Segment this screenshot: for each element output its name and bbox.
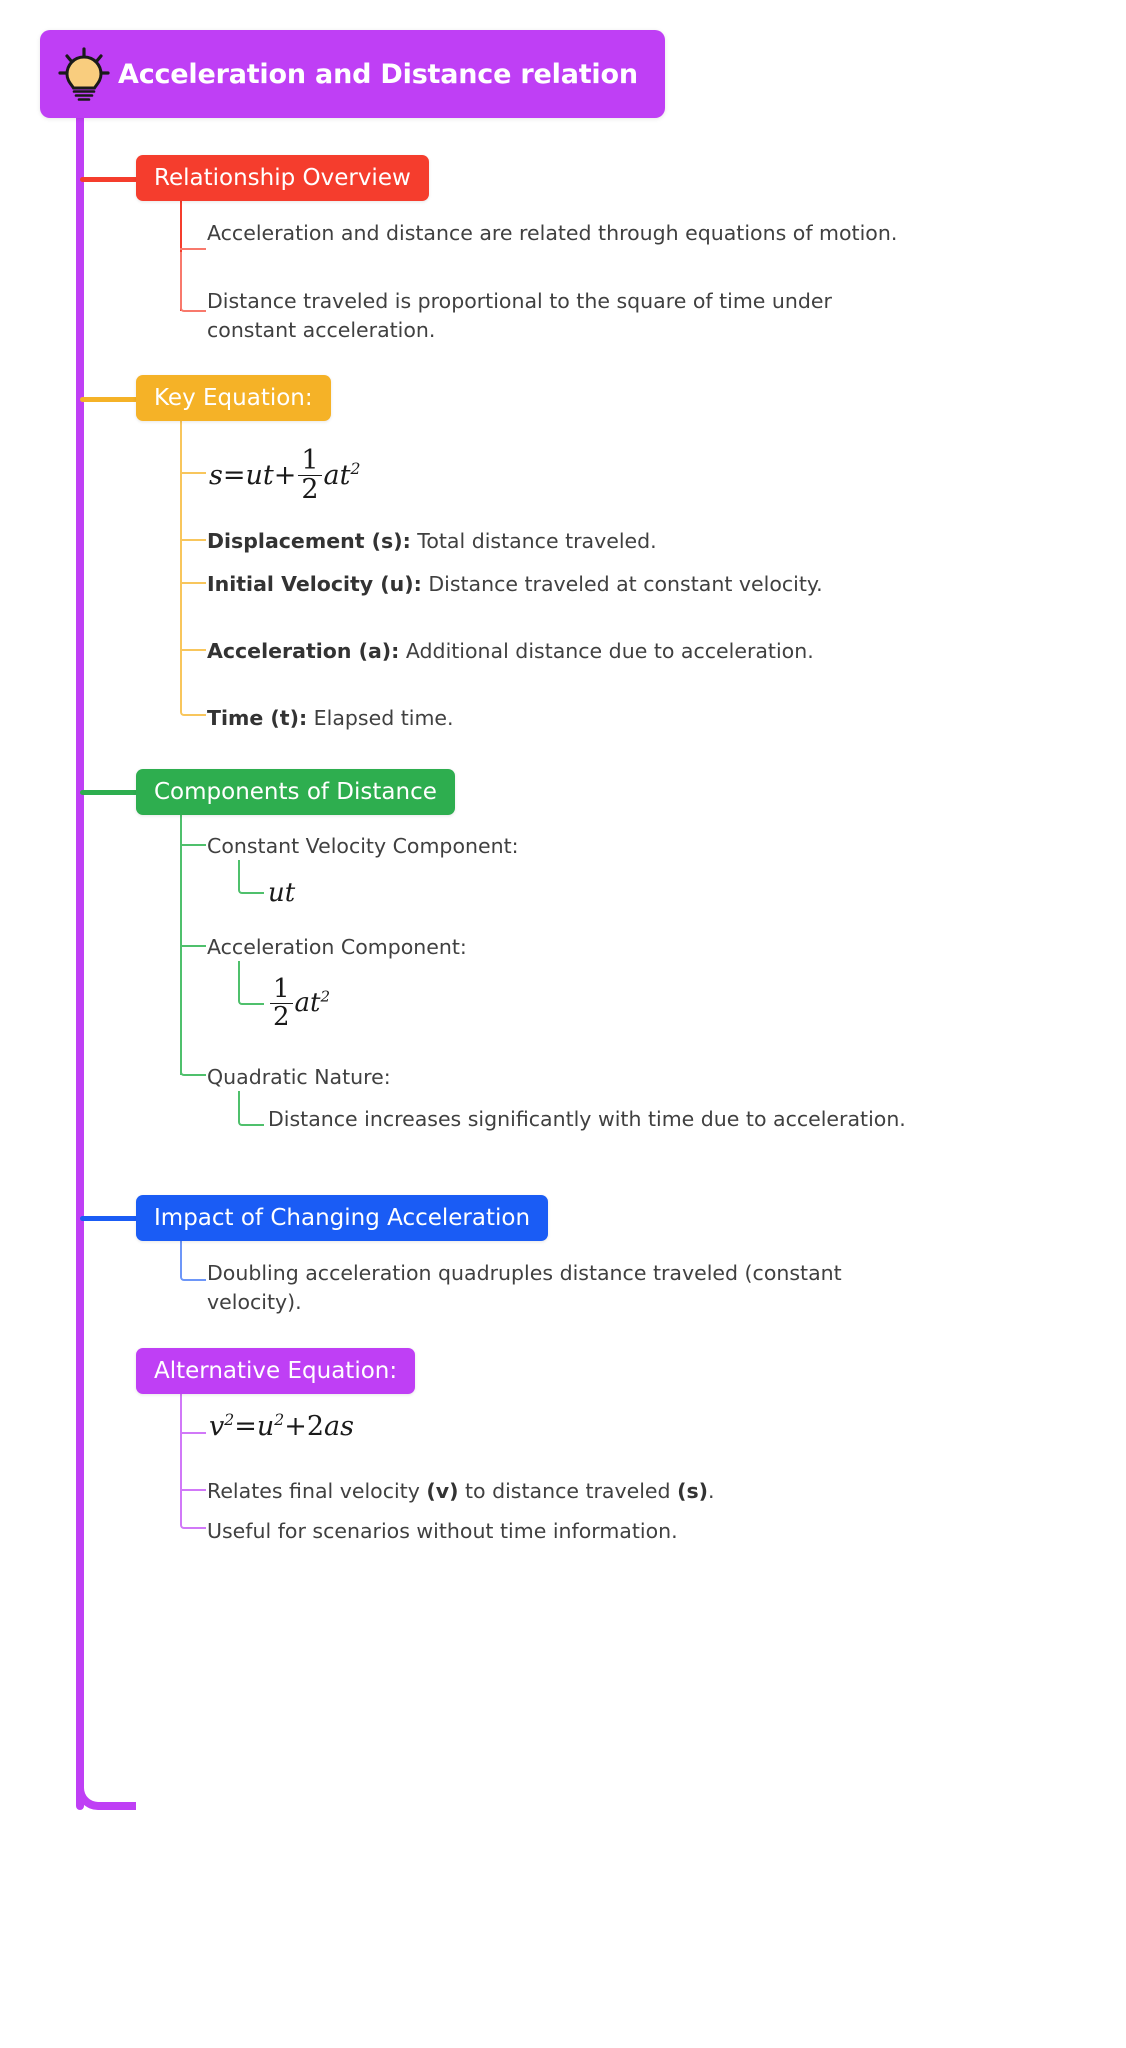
child-tick bbox=[180, 1432, 206, 1434]
branch-node-impact-of-changing-acceleration[interactable]: Impact of Changing Acceleration bbox=[136, 1195, 549, 1241]
branch-node-key-equation[interactable]: Key Equation: bbox=[136, 375, 331, 421]
child-tick bbox=[180, 248, 206, 250]
child-item: Constant Velocity Component: bbox=[207, 834, 519, 858]
child-spine bbox=[180, 421, 182, 711]
child-elbow-last bbox=[180, 670, 206, 716]
subchild-elbow bbox=[238, 1091, 264, 1126]
subchild-elbow bbox=[238, 961, 264, 1005]
child-spine bbox=[180, 1394, 182, 1514]
child-item-body: Total distance traveled. bbox=[410, 529, 657, 553]
branch-connector-stub bbox=[80, 177, 138, 182]
root-title: Acceleration and Distance relation bbox=[118, 58, 638, 90]
child-item-body: Additional distance due to acceleration. bbox=[399, 639, 814, 663]
root-node[interactable]: Acceleration and Distance relation bbox=[40, 30, 665, 118]
trunk-line bbox=[76, 110, 84, 1810]
child-item: Initial Velocity (u): Distance traveled … bbox=[207, 570, 967, 599]
branch-connector-stub bbox=[80, 397, 138, 402]
child-tick bbox=[180, 1489, 206, 1491]
child-item: Acceleration (a): Additional distance du… bbox=[207, 637, 967, 666]
child-elbow-last bbox=[180, 1005, 206, 1076]
equation-constant-velocity: ut bbox=[268, 878, 296, 908]
child-item-label: (v) bbox=[426, 1479, 459, 1503]
child-item: Relates final velocity (v) to distance t… bbox=[207, 1477, 967, 1506]
child-tick bbox=[180, 539, 206, 541]
child-item: Quadratic Nature: bbox=[207, 1065, 391, 1089]
child-item-body: Distance traveled at constant velocity. bbox=[421, 572, 823, 596]
child-item: Distance traveled is proportional to the… bbox=[207, 289, 832, 342]
child-item: Time (t): Elapsed time. bbox=[207, 704, 967, 733]
child-item-pre: Relates final velocity bbox=[207, 1479, 427, 1503]
branch-node-alternative-equation[interactable]: Alternative Equation: bbox=[136, 1348, 416, 1394]
subchild-item: Distance increases significantly with ti… bbox=[268, 1107, 906, 1131]
child-item-body: Elapsed time. bbox=[307, 706, 454, 730]
child-item: Useful for scenarios without time inform… bbox=[207, 1519, 678, 1543]
branch-node-components-of-distance[interactable]: Components of Distance bbox=[136, 769, 455, 815]
lightbulb-icon bbox=[58, 47, 110, 101]
child-item-post: . bbox=[708, 1479, 715, 1503]
trunk-foot-curve bbox=[76, 1766, 136, 1810]
child-item-mid: to distance traveled bbox=[458, 1479, 678, 1503]
child-item: Acceleration and distance are related th… bbox=[207, 221, 898, 245]
child-elbow-last bbox=[180, 1241, 206, 1281]
branch-connector-stub bbox=[80, 790, 138, 795]
child-item-label-2: (s) bbox=[677, 1479, 709, 1503]
child-item-label: Time (t): bbox=[207, 706, 308, 730]
subchild-elbow bbox=[238, 860, 264, 894]
branch-node-relationship-overview[interactable]: Relationship Overview bbox=[136, 155, 429, 201]
child-tick bbox=[180, 582, 206, 584]
child-item: Acceleration Component: bbox=[207, 935, 467, 959]
child-item: Displacement (s): Total distance travele… bbox=[207, 527, 967, 556]
child-tick bbox=[180, 945, 206, 947]
child-tick bbox=[180, 844, 206, 846]
child-item-label: Initial Velocity (u): bbox=[207, 572, 422, 596]
child-item-label: Acceleration (a): bbox=[207, 639, 400, 663]
child-tick bbox=[180, 472, 206, 474]
child-item: Doubling acceleration quadruples distanc… bbox=[207, 1261, 842, 1314]
child-elbow-last bbox=[180, 252, 206, 312]
branch-connector-stub bbox=[80, 1216, 138, 1221]
child-tick bbox=[180, 649, 206, 651]
child-elbow-last bbox=[180, 1493, 206, 1529]
child-item-label: Displacement (s): bbox=[207, 529, 411, 553]
